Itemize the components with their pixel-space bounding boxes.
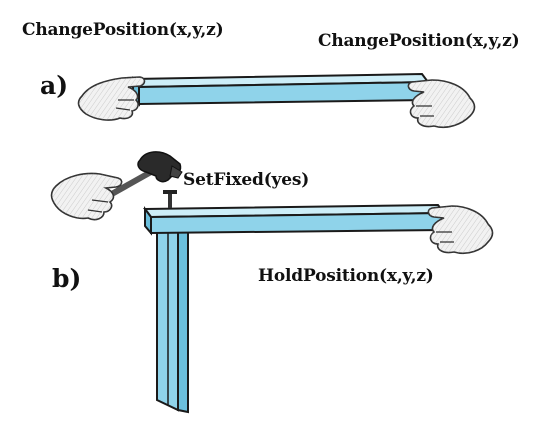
label-set-fixed: SetFixed(yes) xyxy=(183,170,310,190)
beam-b-vertical xyxy=(156,228,189,414)
beam-a xyxy=(131,72,430,107)
hand-icon xyxy=(407,79,476,129)
beam-b-horizontal xyxy=(143,203,446,236)
hammer-icon xyxy=(107,151,183,198)
label-part-a: a) xyxy=(40,71,69,100)
hand-icon xyxy=(77,76,146,121)
hand-icon xyxy=(427,205,494,255)
hand-icon xyxy=(50,172,123,221)
nail-icon xyxy=(163,190,177,208)
label-change-position-left: ChangePosition(x,y,z) xyxy=(22,20,224,40)
label-hold-position: HoldPosition(x,y,z) xyxy=(258,266,434,286)
label-change-position-right: ChangePosition(x,y,z) xyxy=(318,31,520,51)
label-part-b: b) xyxy=(52,264,82,293)
